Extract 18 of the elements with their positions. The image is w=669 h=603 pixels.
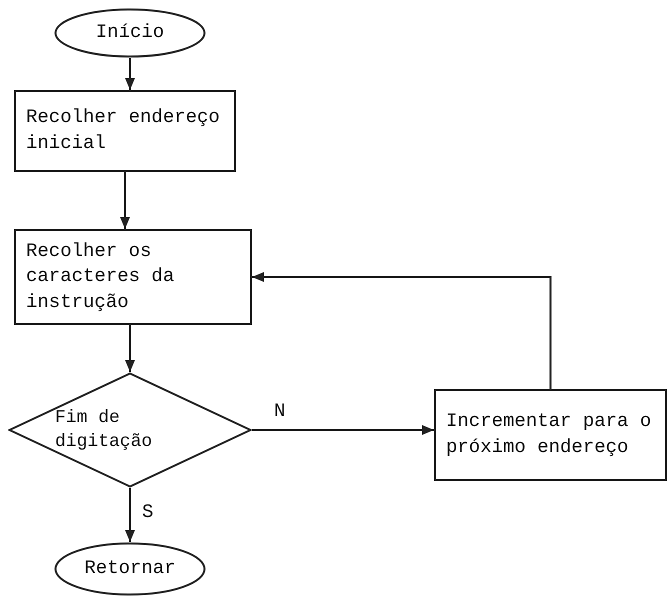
terminal-ellipse [54,8,206,58]
arrow [125,325,135,372]
terminal-ellipse [54,542,206,596]
arrow [125,58,135,90]
step-text: Fim de digitação [55,406,154,454]
step-text: Recolher endereço inicial [26,105,221,156]
step-text: Incrementar para o próximo endereço [446,409,652,460]
step-text: Retornar [84,556,176,582]
decision-diamond [8,372,252,488]
arrow [252,425,434,435]
process-box [14,229,252,325]
process-box [14,90,236,172]
process-box [434,389,667,481]
arrow [120,172,130,229]
step-text: Início [96,20,164,46]
arrow [125,488,135,542]
step-text: Recolher os caracteres da instrução [26,238,176,315]
arrow [252,272,552,389]
